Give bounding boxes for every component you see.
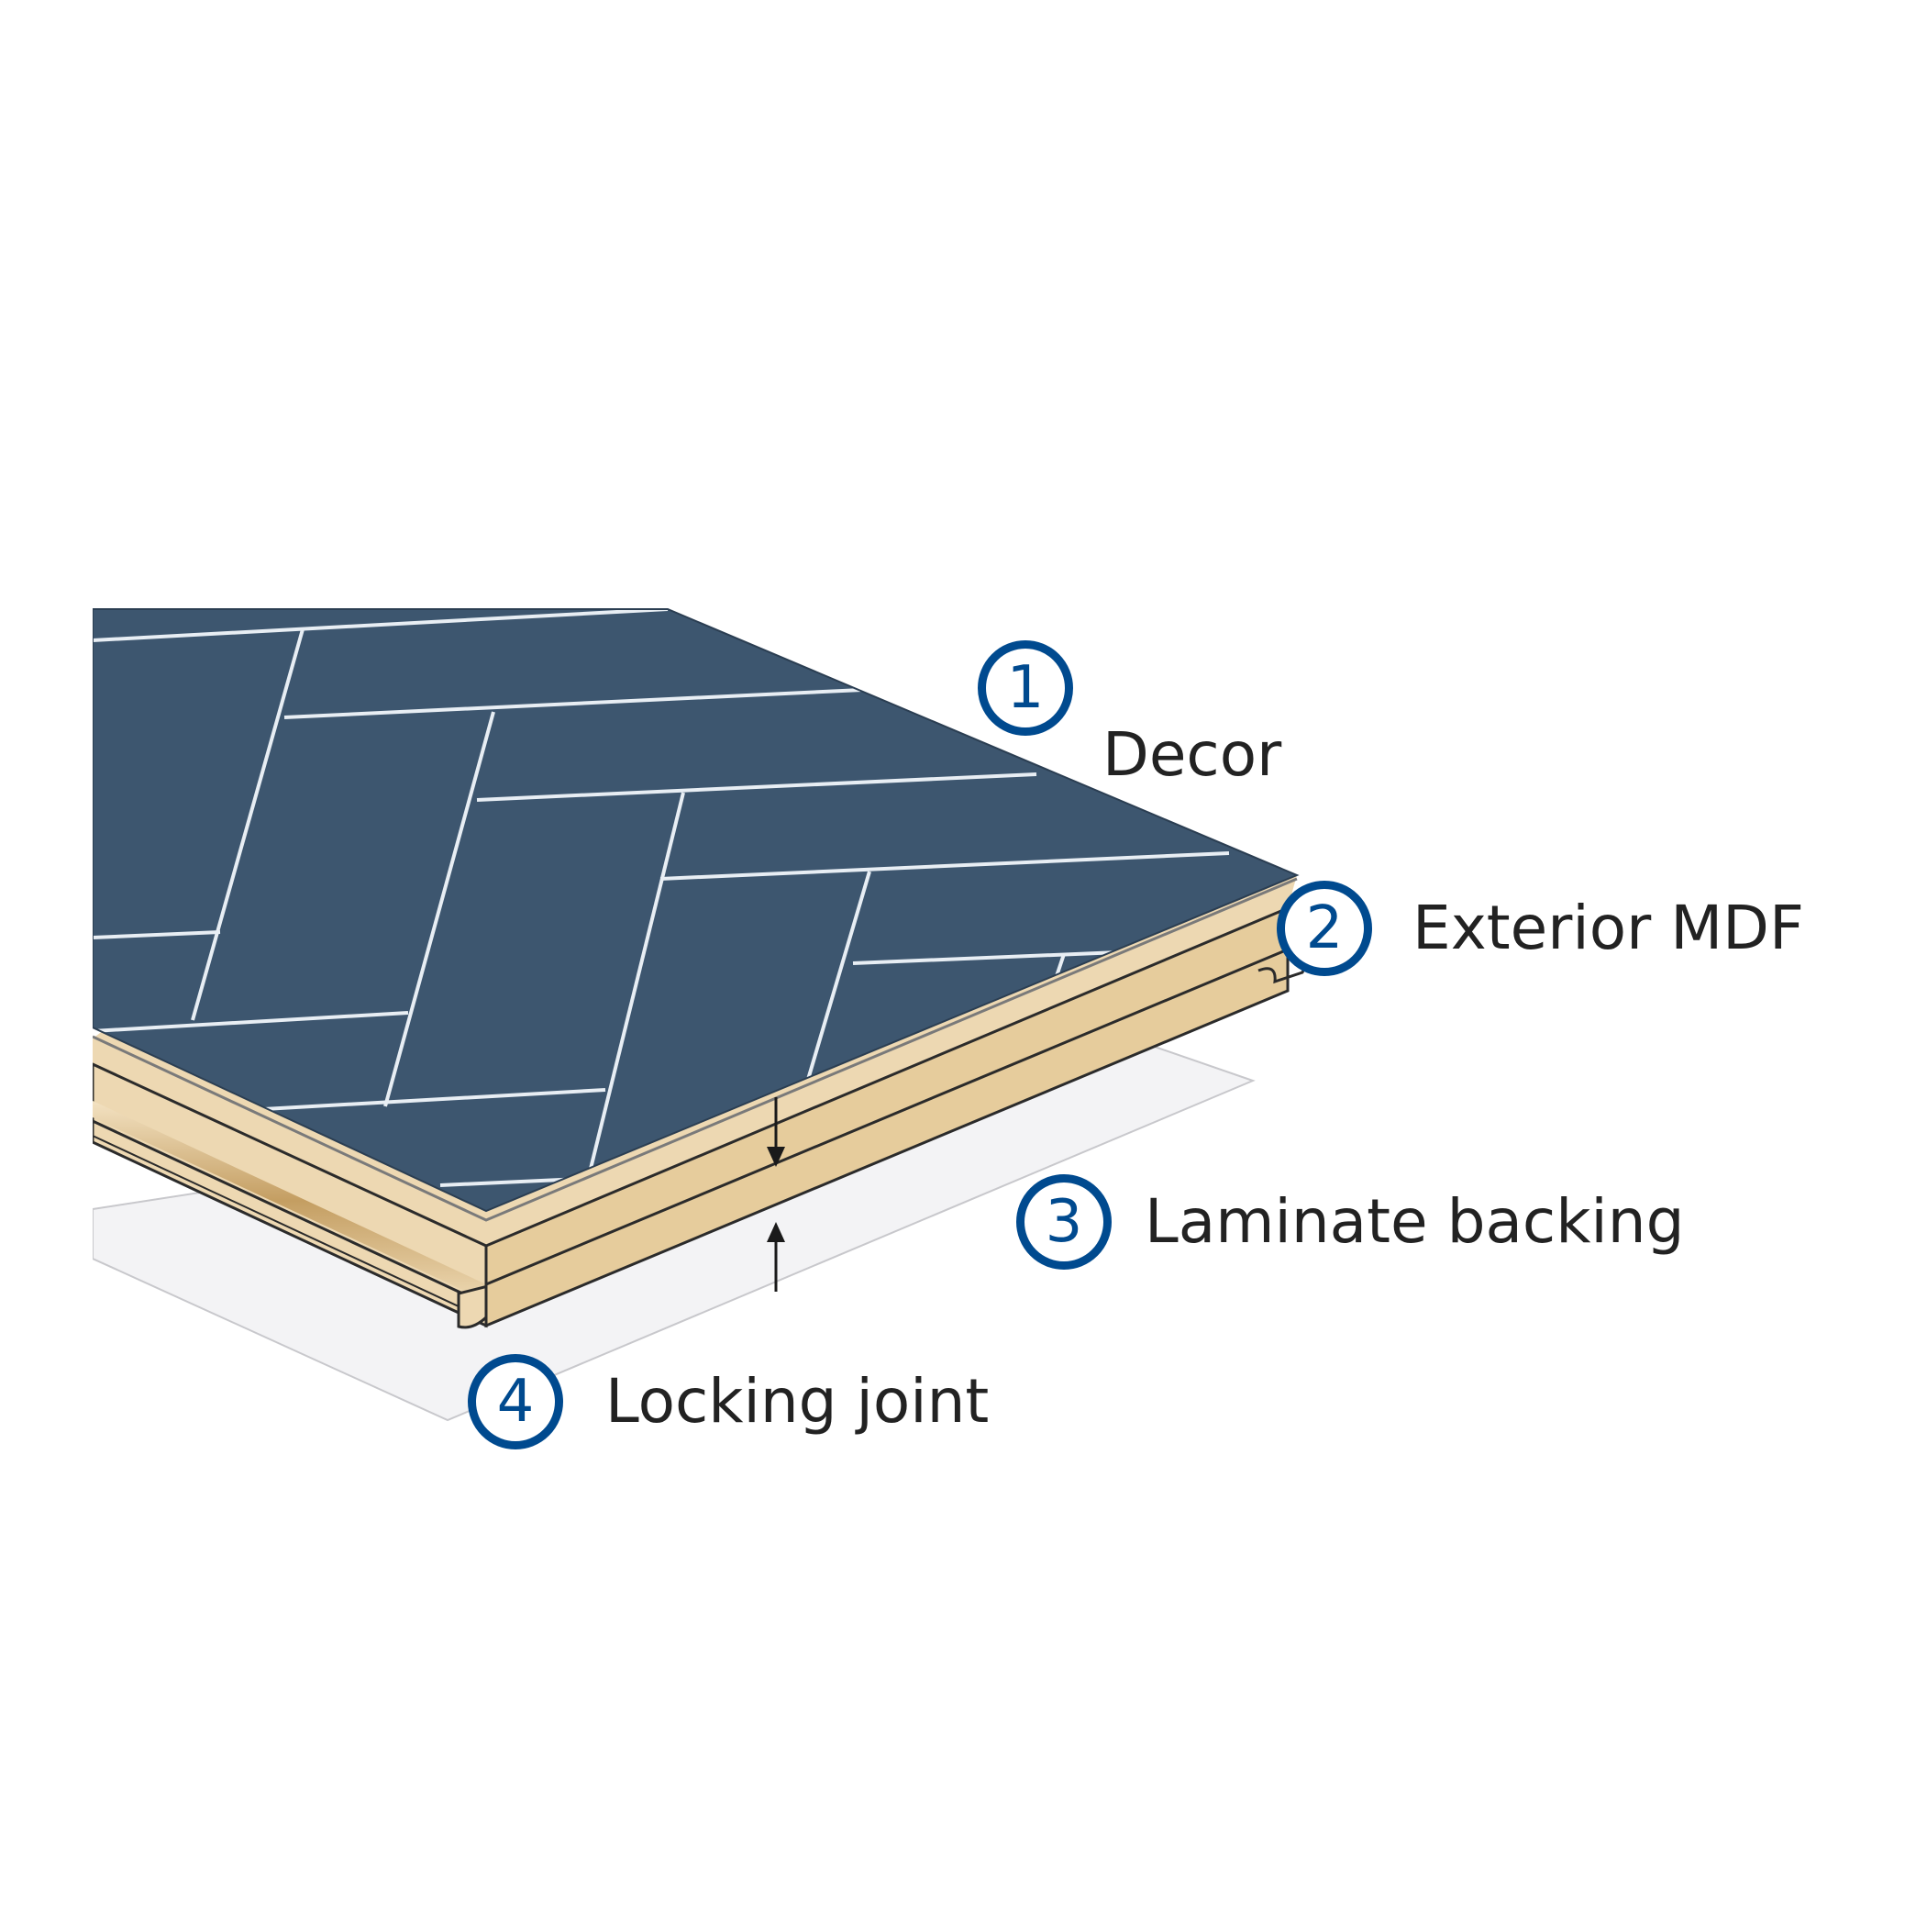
- decor-layer: [93, 608, 1300, 1213]
- laminate-backing-line: [93, 877, 1298, 1222]
- callout-number-badge: 3: [1016, 1174, 1112, 1270]
- callout-laminate-backing: 3 Laminate backing: [1016, 1174, 1685, 1270]
- callout-label-decor: Decor: [1102, 719, 1282, 790]
- callout-decor: 1: [978, 640, 1073, 736]
- callout-locking-joint: 4 Locking joint: [468, 1354, 989, 1449]
- callout-number-badge: 1: [978, 640, 1073, 736]
- thickness-arrow-down-icon: [767, 1097, 785, 1167]
- herringbone-seams: [93, 609, 1297, 1187]
- front-edge-groove: [93, 1101, 486, 1301]
- callout-exterior-mdf: 2 Exterior MDF: [1277, 881, 1804, 976]
- callout-number-badge: 4: [468, 1354, 563, 1449]
- callout-label-locking-joint: Locking joint: [605, 1366, 990, 1437]
- callout-number-badge: 2: [1277, 881, 1372, 976]
- callout-label-exterior-mdf: Exterior MDF: [1412, 893, 1804, 963]
- thickness-arrow-up-icon: [767, 1222, 785, 1292]
- callout-label-laminate-backing: Laminate backing: [1145, 1186, 1685, 1257]
